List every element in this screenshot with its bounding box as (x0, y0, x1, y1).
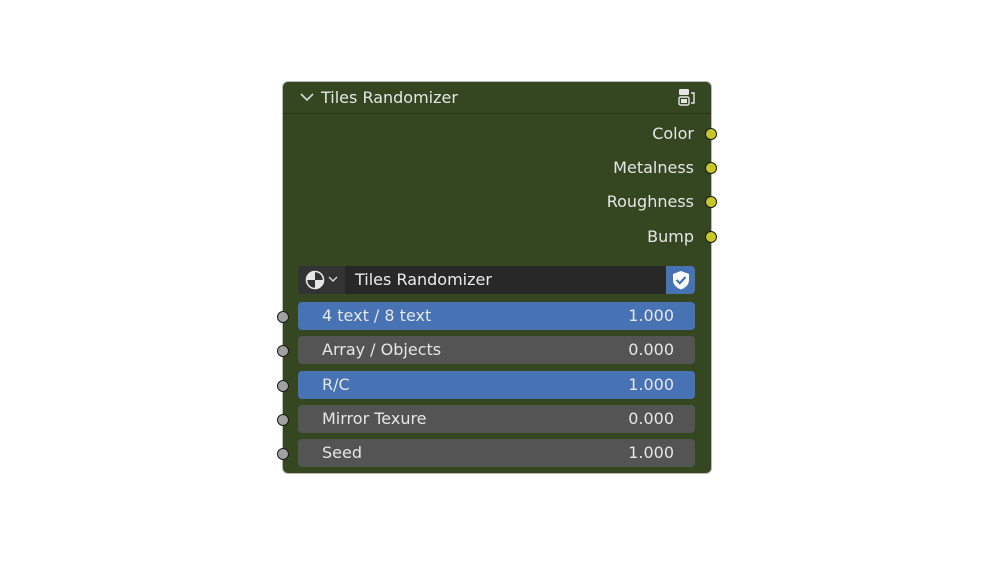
input-socket[interactable] (277, 311, 289, 323)
output-label: Color (652, 124, 694, 143)
field-value: 1.000 (628, 443, 674, 462)
input-field-mirror-texure[interactable]: Mirror Texure 0.000 (277, 405, 695, 433)
input-field-4text-8text[interactable]: 4 text / 8 text 1.000 (277, 302, 695, 330)
output-socket[interactable] (705, 128, 717, 140)
field-label: 4 text / 8 text (322, 306, 432, 325)
field-label: Seed (322, 443, 362, 462)
input-field-r-c[interactable]: R/C 1.000 (277, 371, 695, 399)
output-label: Roughness (606, 192, 694, 211)
node-tree-icon (305, 270, 325, 290)
node-title: Tiles Randomizer (321, 88, 458, 107)
chevron-down-icon[interactable] (300, 91, 314, 103)
node-group-icon[interactable] (676, 87, 698, 109)
output-socket[interactable] (705, 162, 717, 174)
field-value: 0.000 (628, 340, 674, 359)
shield-check-icon (673, 271, 689, 290)
field-label: Array / Objects (322, 340, 442, 359)
input-field-array-objects[interactable]: Array / Objects 0.000 (277, 336, 695, 364)
input-socket[interactable] (277, 380, 289, 392)
output-socket[interactable] (705, 196, 717, 208)
input-socket[interactable] (277, 414, 289, 426)
output-roughness: Roughness (411, 191, 717, 213)
fake-user-button[interactable] (666, 266, 695, 294)
node-header[interactable]: Tiles Randomizer (283, 82, 711, 114)
node-group-panel[interactable]: Tiles Randomizer Color Metalness Roughne… (277, 81, 717, 474)
browse-node-tree-button[interactable] (298, 266, 345, 294)
input-field-seed[interactable]: Seed 1.000 (277, 439, 695, 467)
output-color: Color (411, 123, 717, 145)
field-value: 0.000 (628, 409, 674, 428)
node-tree-name[interactable]: Tiles Randomizer (355, 270, 492, 289)
input-socket[interactable] (277, 345, 289, 357)
output-socket[interactable] (705, 231, 717, 243)
node-tree-selector: Tiles Randomizer (298, 266, 695, 294)
field-label: Mirror Texure (322, 409, 427, 428)
output-metalness: Metalness (411, 157, 717, 179)
chevron-down-icon (328, 276, 338, 282)
output-label: Bump (647, 227, 694, 246)
output-label: Metalness (613, 158, 694, 177)
field-value: 1.000 (628, 306, 674, 325)
input-socket[interactable] (277, 448, 289, 460)
output-bump: Bump (411, 226, 717, 248)
field-value: 1.000 (628, 375, 674, 394)
field-label: R/C (322, 375, 350, 394)
